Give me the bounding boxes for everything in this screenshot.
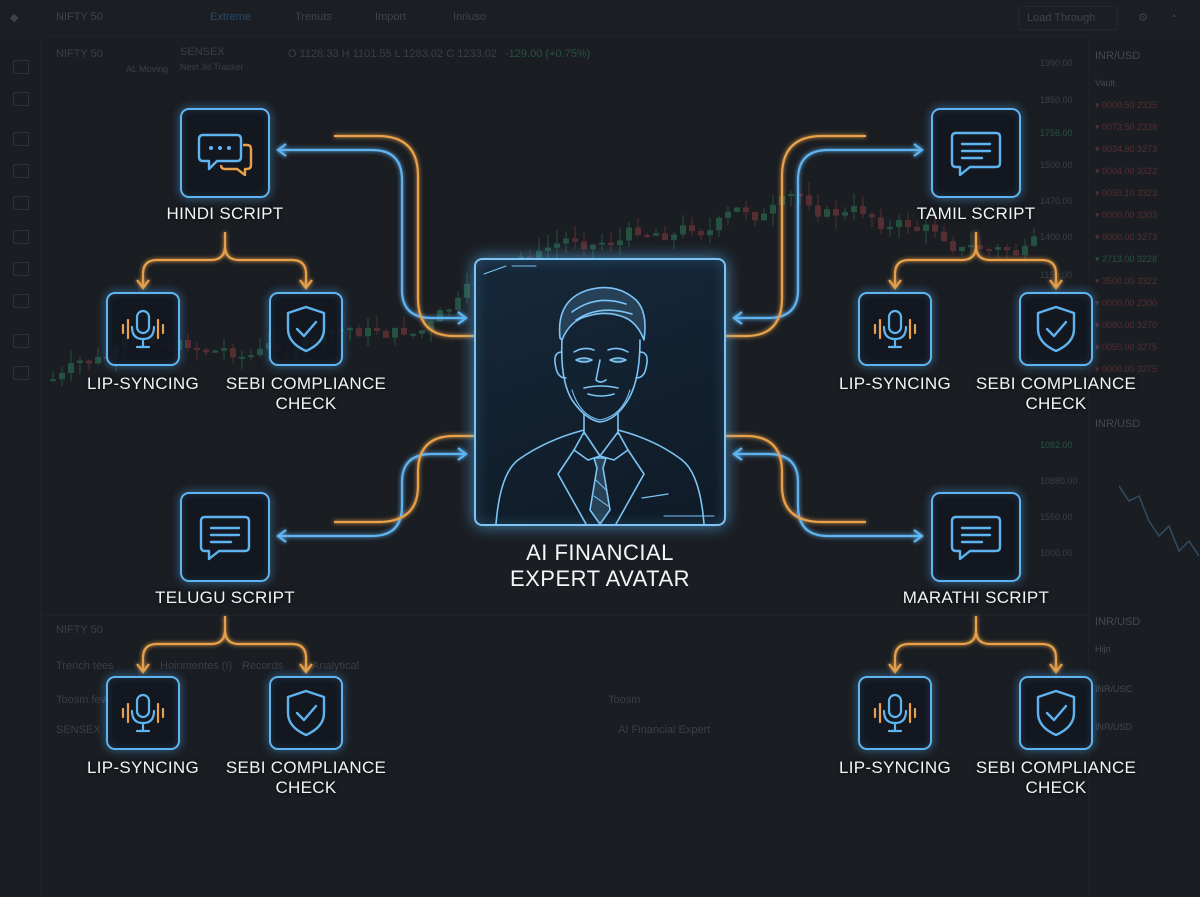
tamil-script-node[interactable] [931,108,1021,198]
wire-marathi-orange [724,434,866,524]
telugu-script-node[interactable] [180,492,270,582]
tamil-lip-sync-label: LIP-SYNCING [839,374,951,393]
marathi-script-node[interactable] [931,492,1021,582]
telugu-sebi-node[interactable] [269,676,343,750]
wire-tamil-orange [724,134,866,338]
marathi-sebi-label: SEBI COMPLIANCE CHECK [975,758,1137,797]
marathi-lip-sync-label: LIP-SYNCING [839,758,951,777]
arrow-marathi-sebi [1049,663,1063,674]
telugu-sebi-label: SEBI COMPLIANCE CHECK [225,758,387,797]
tamil-sebi-label: SEBI COMPLIANCE CHECK [975,374,1137,413]
brace-tamil [893,232,1058,286]
arrow-telugu-sebi [299,663,313,674]
hindi-sebi-label: SEBI COMPLIANCE CHECK [225,374,387,413]
brace-hindi [141,232,308,286]
microphone-waveform-icon [121,693,165,733]
wire-hindi-orange [334,134,476,338]
hindi-sebi-node[interactable] [269,292,343,366]
arrow-telugu-lip [136,663,150,674]
marathi-lip-sync-node[interactable] [858,676,932,750]
marathi-sebi-node[interactable] [1019,676,1093,750]
telugu-lip-sync-label: LIP-SYNCING [87,758,199,777]
arrow-tamil-in [732,311,743,325]
marathi-script-label: MARATHI SCRIPT [902,588,1050,607]
document-chat-icon [950,131,1002,177]
tamil-lip-sync-node[interactable] [858,292,932,366]
arrow-tamil-sebi [1049,279,1063,290]
arrow-marathi-out [913,529,924,543]
arrow-hindi-out [276,143,287,157]
telugu-lip-sync-node[interactable] [106,676,180,750]
avatar-title: AI FINANCIAL EXPERT AVATAR [450,540,750,592]
avatar-title-line1: AI FINANCIAL [526,540,674,565]
tamil-script-label: TAMIL SCRIPT [916,204,1036,223]
chat-bubbles-icon [197,133,253,177]
microphone-waveform-icon [873,309,917,349]
avatar-title-line2: EXPERT AVATAR [509,566,691,591]
hindi-lip-sync-label: LIP-SYNCING [87,374,199,393]
arrow-hindi-sebi [299,279,313,290]
document-chat-icon [199,515,251,561]
arrow-marathi-in [732,447,743,461]
wire-marathi-blue [736,452,920,538]
microphone-waveform-icon [121,309,165,349]
shield-check-icon [1036,305,1076,353]
wire-telugu-orange [334,434,476,524]
businessman-avatar-icon [483,265,715,525]
shield-check-icon [1036,689,1076,737]
arrow-hindi-lip [136,279,150,290]
arrow-tamil-lip [888,279,902,290]
arrow-tamil-out [913,143,924,157]
tamil-sebi-node[interactable] [1019,292,1093,366]
brace-telugu [141,616,308,670]
wire-telugu-blue [280,452,464,538]
shield-check-icon [286,305,326,353]
microphone-waveform-icon [873,693,917,733]
arrow-telugu-out [276,529,287,543]
avatar-frame[interactable] [474,258,726,526]
arrow-marathi-lip [888,663,902,674]
arrow-telugu-in [457,447,468,461]
hindi-script-node[interactable] [180,108,270,198]
document-chat-icon [950,515,1002,561]
shield-check-icon [286,689,326,737]
arrow-hindi-in [457,311,468,325]
hindi-script-label: HINDI SCRIPT [166,204,284,223]
telugu-script-label: TELUGU SCRIPT [155,588,295,607]
brace-marathi [893,616,1058,670]
hindi-lip-sync-node[interactable] [106,292,180,366]
